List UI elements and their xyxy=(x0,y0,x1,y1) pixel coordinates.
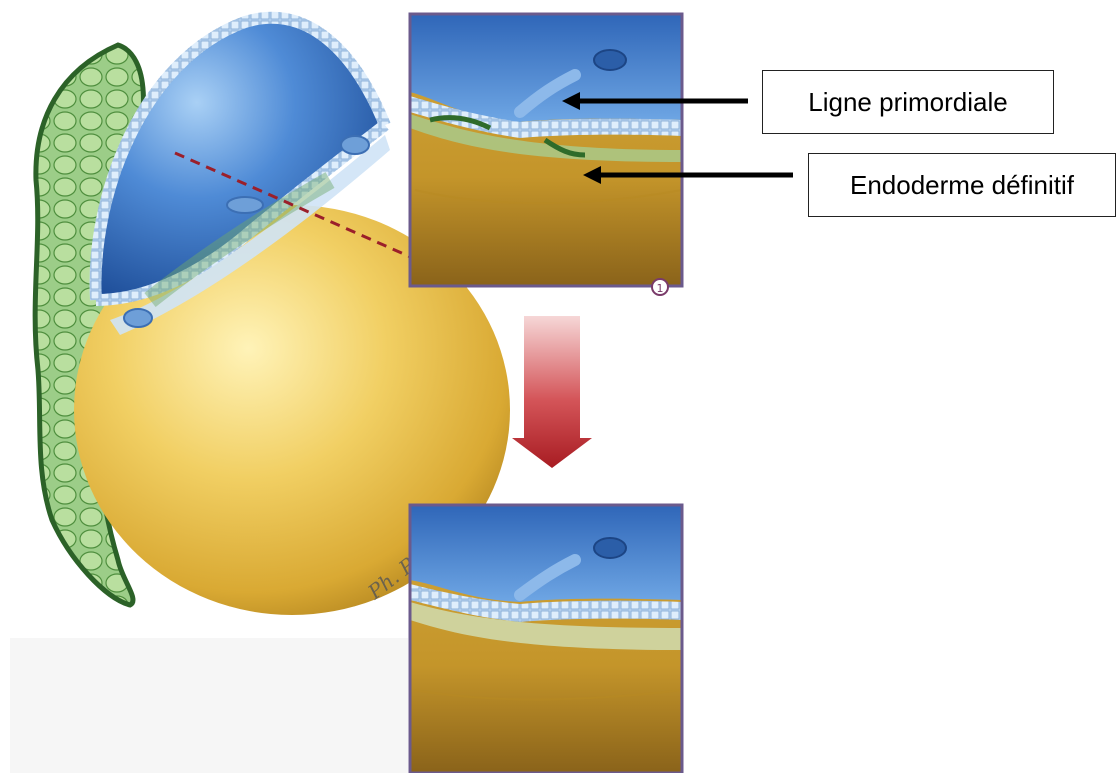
label-primitive-streak-text: Ligne primordiale xyxy=(808,87,1007,118)
cross-section-panel-top: 1 xyxy=(410,14,682,295)
label-definitive-endoderm: Endoderme définitif xyxy=(808,153,1116,217)
label-definitive-endoderm-text: Endoderme définitif xyxy=(850,170,1074,201)
transition-arrow xyxy=(512,316,592,468)
cross-section-panel-bottom xyxy=(410,505,682,773)
svg-text:1: 1 xyxy=(657,282,664,295)
section-marker-1-top-panel: 1 xyxy=(652,279,668,295)
background-strip xyxy=(10,638,408,773)
label-primitive-streak: Ligne primordiale xyxy=(762,70,1054,134)
